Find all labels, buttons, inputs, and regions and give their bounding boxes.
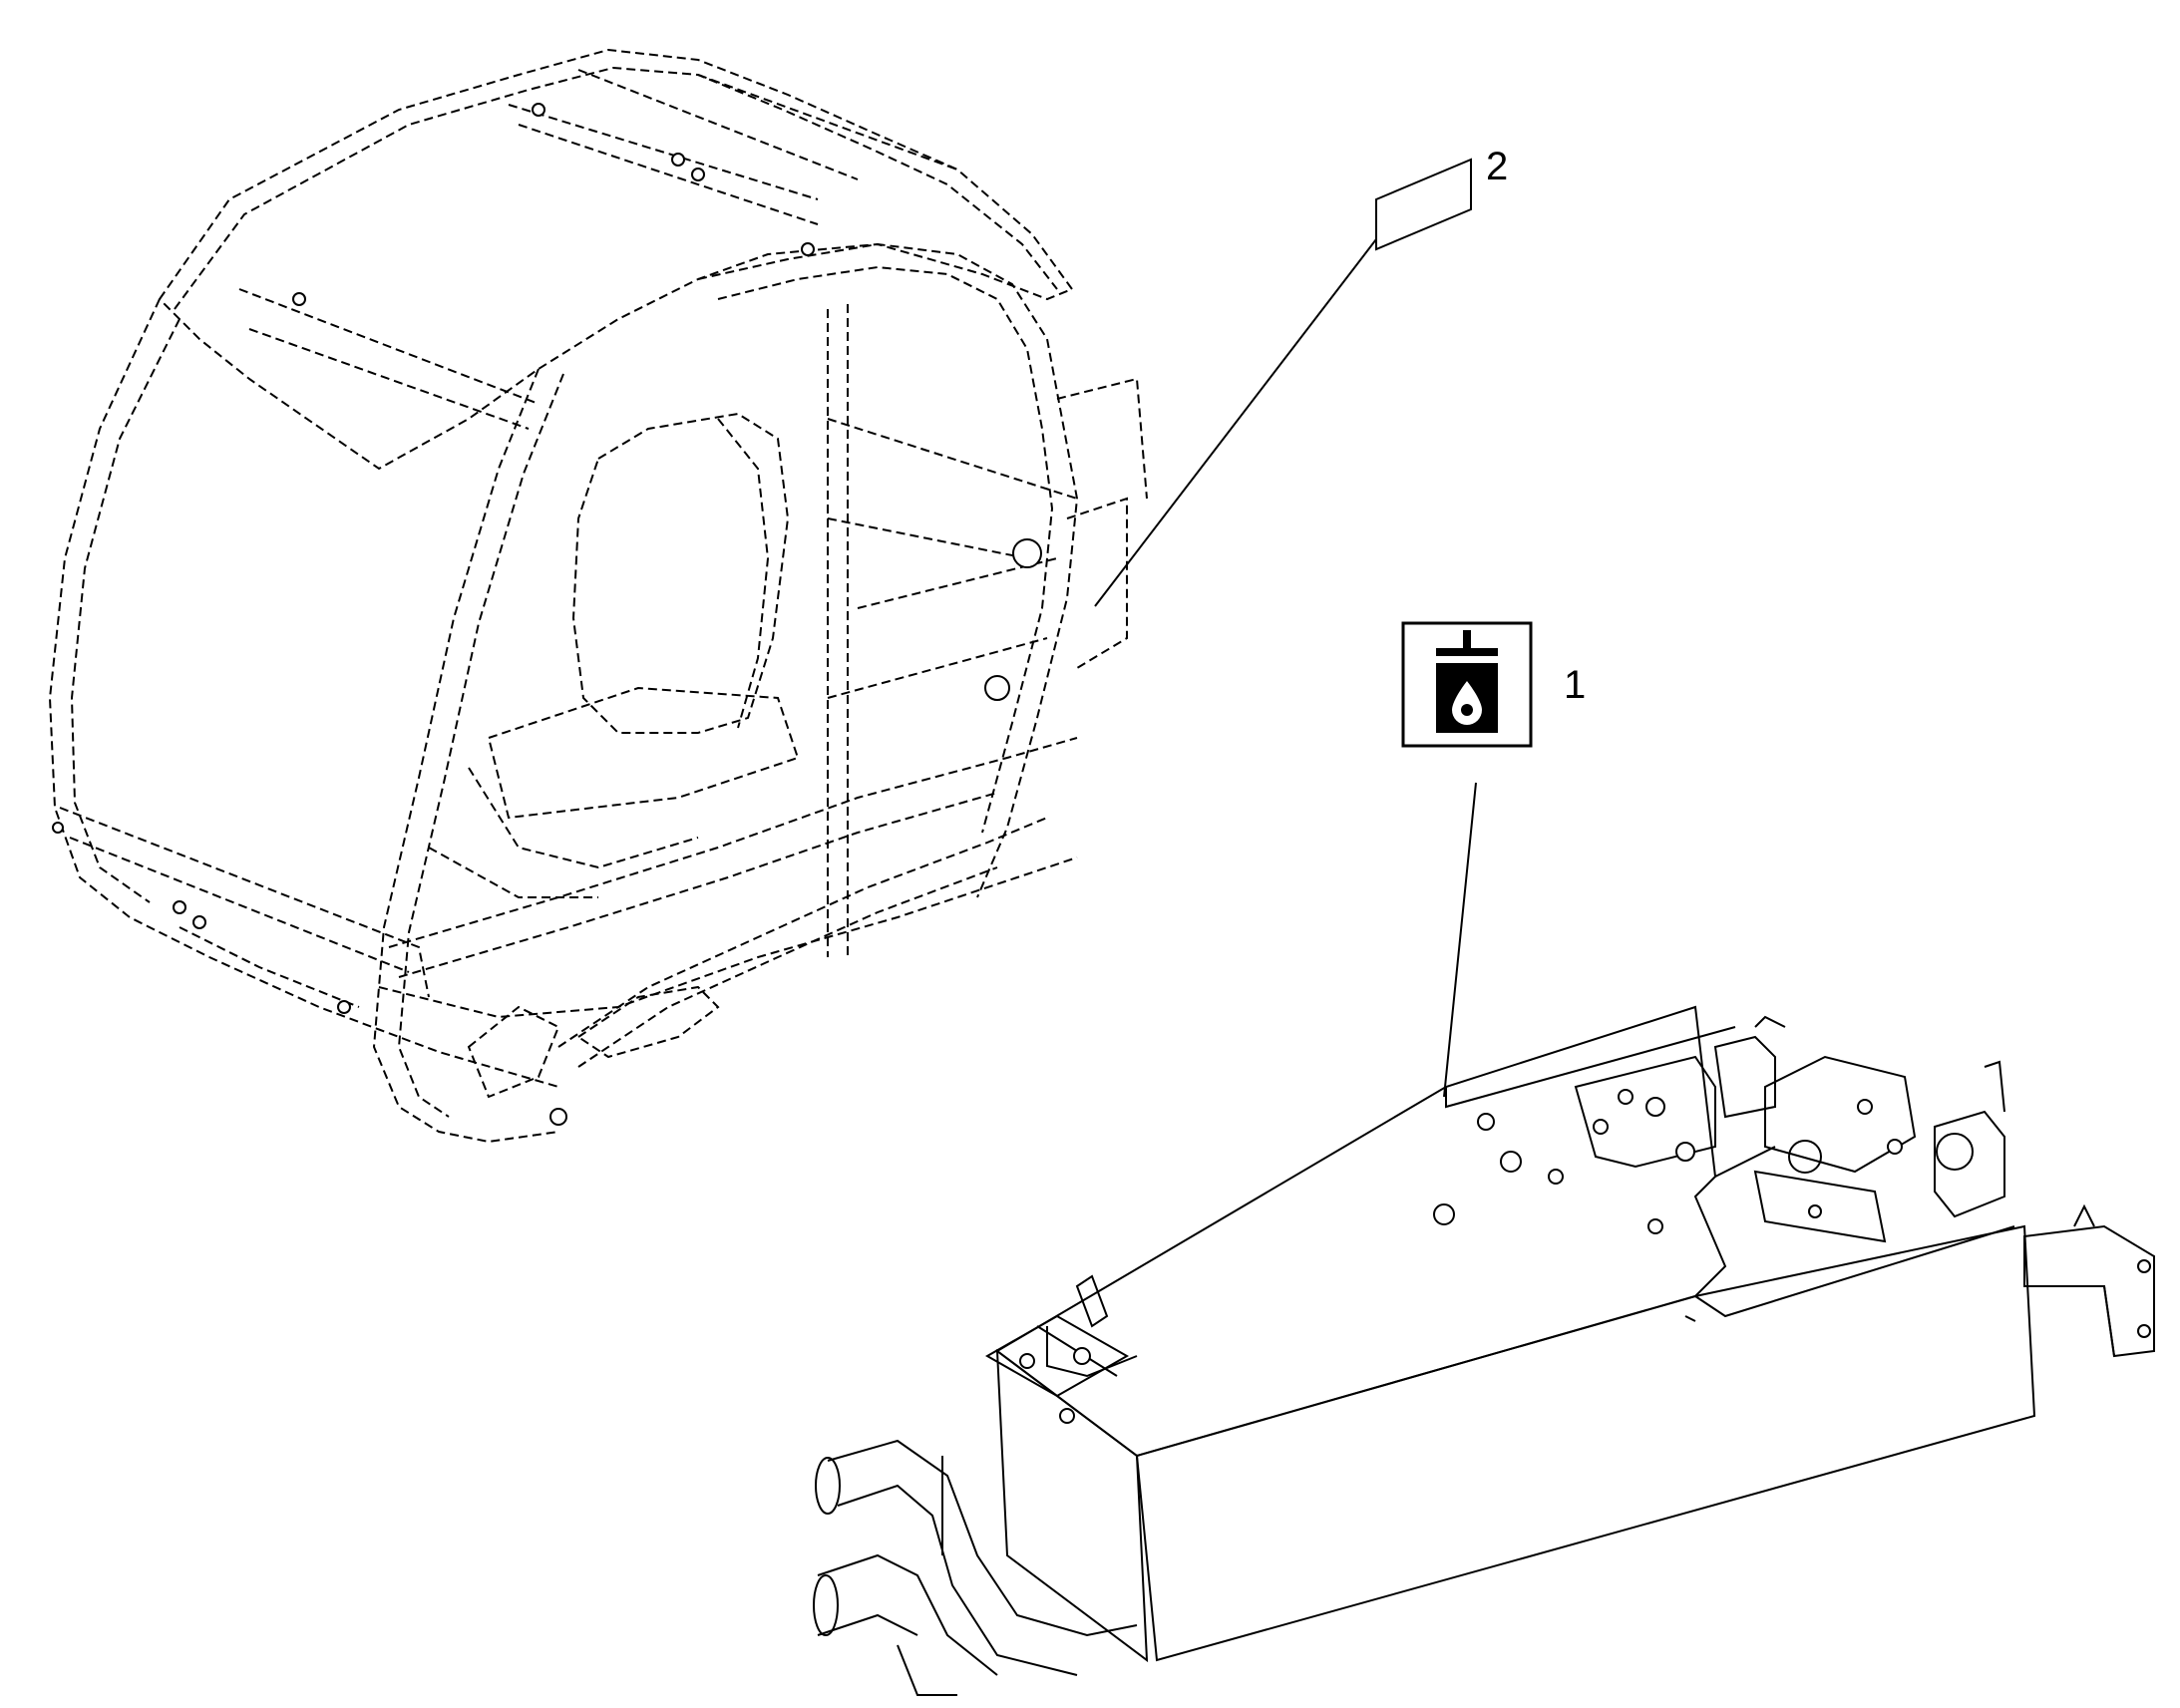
operator-cab [48, 48, 1148, 1144]
callout-number-1: 1 [1564, 663, 1586, 707]
tank-fittings [1019, 1089, 2151, 1424]
hydraulic-oil-tank-icon [1436, 630, 1498, 733]
leader-line-1 [1443, 782, 1477, 1098]
decal-1: 1 [1401, 621, 1586, 1098]
blank-label-icon [1375, 158, 1472, 251]
cab-fittings [52, 103, 1042, 1126]
hydraulic-tank [813, 1005, 2155, 1696]
callout-number-2: 2 [1486, 145, 1508, 188]
decal-2: 2 [1094, 145, 1508, 607]
leader-line-2 [1094, 238, 1377, 607]
